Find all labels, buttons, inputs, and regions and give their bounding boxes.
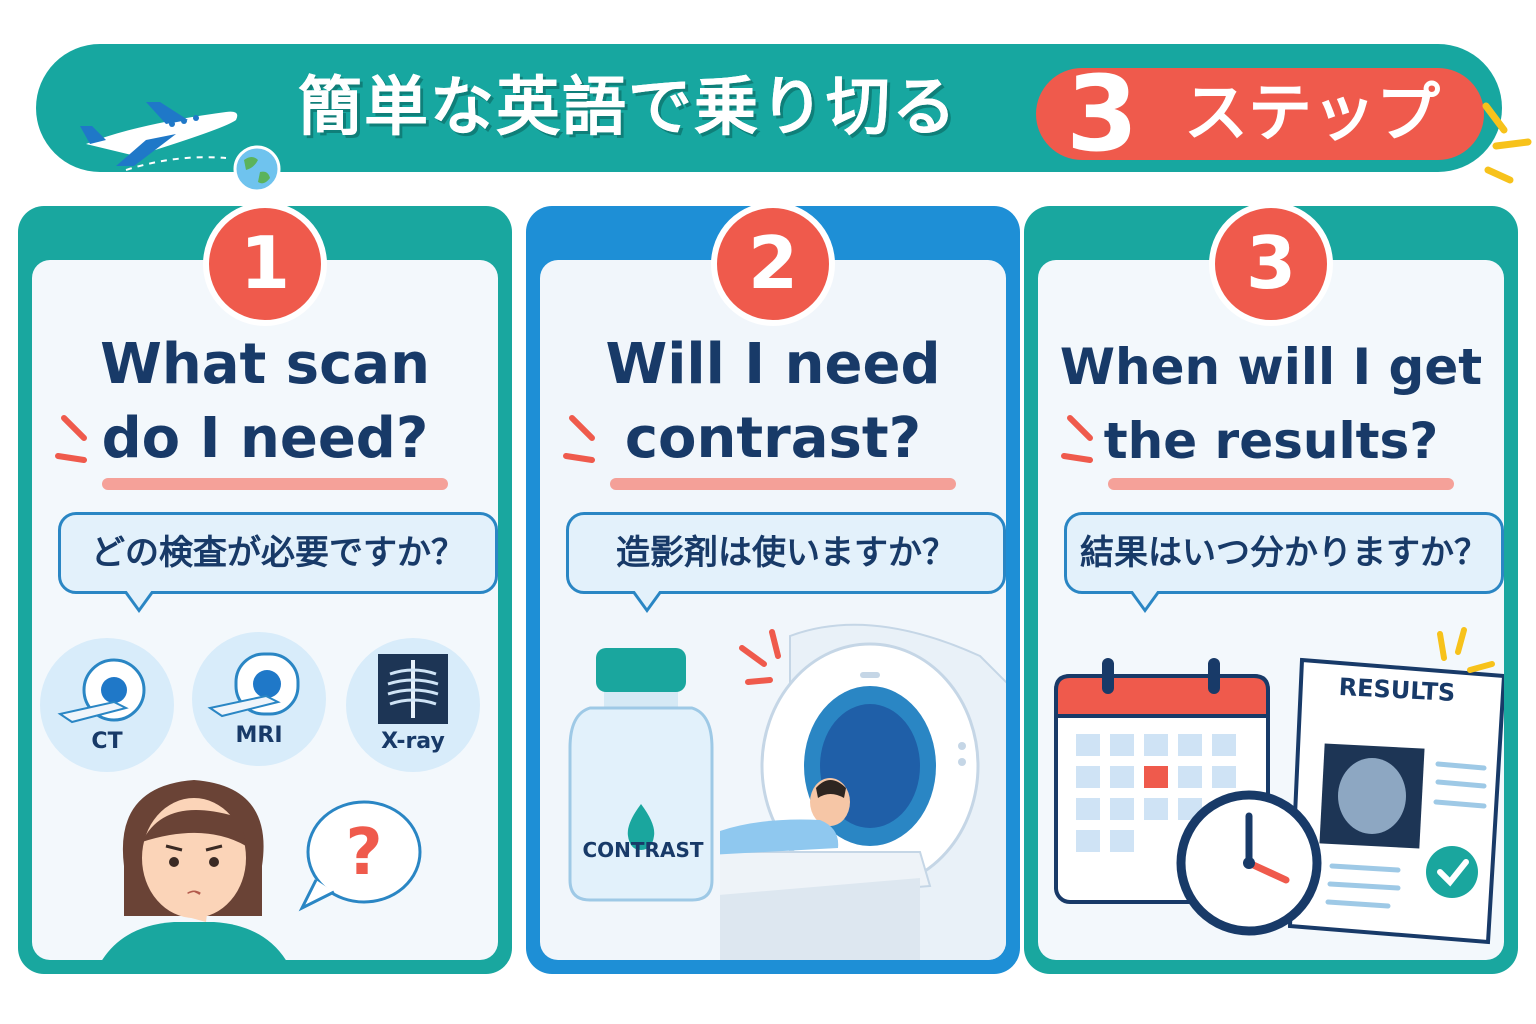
xray-chest-icon xyxy=(378,654,448,724)
globe-icon xyxy=(233,145,281,193)
step-panel-3: 3 When will I get the results? 結果はいつ分かりま… xyxy=(1024,202,1518,974)
question-japanese: 造影剤は使いますか？ xyxy=(616,533,956,573)
scan-option-mri: MRI xyxy=(192,632,326,766)
step-number-badge: 2 xyxy=(711,202,835,326)
emphasis-marks-icon xyxy=(739,629,781,685)
underline xyxy=(610,478,956,490)
mri-machine-with-patient-icon xyxy=(720,623,1006,960)
svg-text:?: ? xyxy=(345,816,382,890)
speech-bubble-japanese: 造影剤は使いますか？ xyxy=(566,512,1006,613)
scan-label: CT xyxy=(91,729,123,754)
sparkle-icon xyxy=(1437,627,1495,673)
scan-option-ct: CT xyxy=(40,638,174,772)
underline xyxy=(1108,478,1454,490)
clock-icon xyxy=(1176,790,1322,936)
steps-count: 3 xyxy=(1066,53,1139,175)
thinking-woman-icon xyxy=(102,780,286,960)
step-panel-2: 2 Will I need contrast? 造影剤は使いますか？ xyxy=(526,202,1020,974)
speech-bubble-japanese: 結果はいつ分かりますか？ xyxy=(1064,512,1504,613)
step-panel-1: 1 What scan do I need? どの検査が必要ですか？ CT xyxy=(18,202,512,974)
steps-word: ステップ xyxy=(1184,77,1440,151)
step-number-badge: 3 xyxy=(1209,202,1333,326)
question-mark-bubble-icon: ? xyxy=(298,800,422,912)
question-japanese: どの検査が必要ですか？ xyxy=(91,533,465,573)
sparkle-icon xyxy=(1482,102,1532,184)
question-japanese: 結果はいつ分かりますか？ xyxy=(1080,533,1488,573)
mri-scanner-icon xyxy=(207,652,300,718)
question-english: What scan do I need? xyxy=(100,332,430,471)
results-report-icon xyxy=(1288,657,1504,945)
ct-scanner-icon xyxy=(57,658,146,724)
panel-body: When will I get the results? 結果はいつ分かりますか… xyxy=(1038,260,1504,960)
emphasis-marks-icon xyxy=(55,415,87,463)
step-number-badge: 1 xyxy=(203,202,327,326)
contrast-bottle-icon xyxy=(568,648,714,902)
scan-label: X-ray xyxy=(381,729,445,754)
scan-option-xray: X-ray xyxy=(346,638,480,772)
emphasis-marks-icon xyxy=(563,415,595,463)
question-english: When will I get the results? xyxy=(1059,338,1483,470)
scan-label: MRI xyxy=(235,723,283,748)
question-english: Will I need contrast? xyxy=(605,332,941,471)
steps-pill: 3 ステップ xyxy=(1036,58,1484,170)
airplane-icon xyxy=(80,102,238,171)
bottle-label: CONTRAST xyxy=(582,838,704,862)
banner-title: 簡単な英語で乗り切る xyxy=(298,71,958,145)
underline xyxy=(102,478,448,490)
title-banner: 簡単な英語で乗り切る 3 ステップ xyxy=(36,44,1532,193)
panel-body: Will I need contrast? 造影剤は使いますか？ xyxy=(540,260,1006,960)
emphasis-marks-icon xyxy=(1061,415,1093,463)
panel-body: What scan do I need? どの検査が必要ですか？ CT MRI xyxy=(32,260,498,960)
speech-bubble-japanese: どの検査が必要ですか？ xyxy=(58,512,498,613)
